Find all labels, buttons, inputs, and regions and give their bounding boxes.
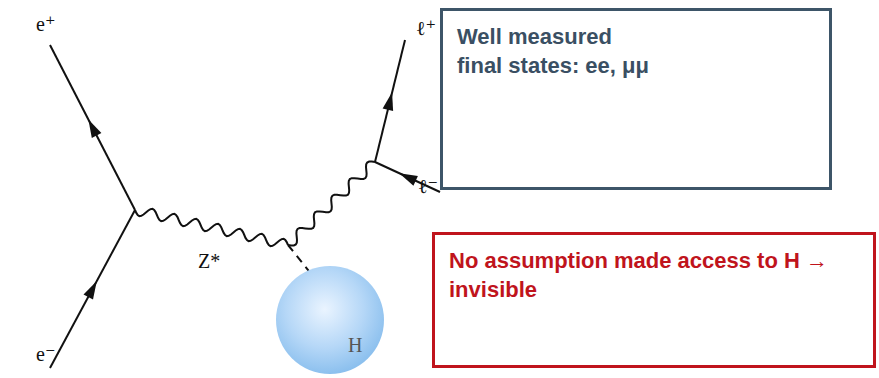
particle-label: H: [348, 334, 362, 357]
fermion-arrowhead: [383, 92, 394, 111]
higgs-blob: H: [274, 264, 386, 376]
fermion-arrowhead: [88, 120, 101, 139]
note-box: No assumption made access to H → invisib…: [432, 232, 876, 368]
boson-wave: [288, 162, 375, 246]
blob-shape: [274, 264, 386, 376]
particle-label: ℓ⁺: [416, 16, 436, 40]
fermion-arrowhead: [84, 281, 97, 299]
positron-line: [50, 45, 135, 210]
boson-wave: [135, 209, 288, 246]
note-text: No assumption made access to H → invisib…: [449, 247, 859, 304]
fermion-arrowhead: [399, 173, 418, 186]
particle-label: Z*: [198, 250, 220, 273]
electron-line: [50, 210, 135, 368]
particle-label: ℓ⁻: [418, 174, 438, 198]
note-text: Well measured final states: ee, μμ: [457, 23, 657, 80]
particle-label: e⁺: [36, 12, 55, 36]
note-box: Well measured final states: ee, μμ: [440, 8, 832, 190]
particle-label: e⁻: [36, 342, 55, 366]
lepton-plus-line: [375, 40, 405, 162]
